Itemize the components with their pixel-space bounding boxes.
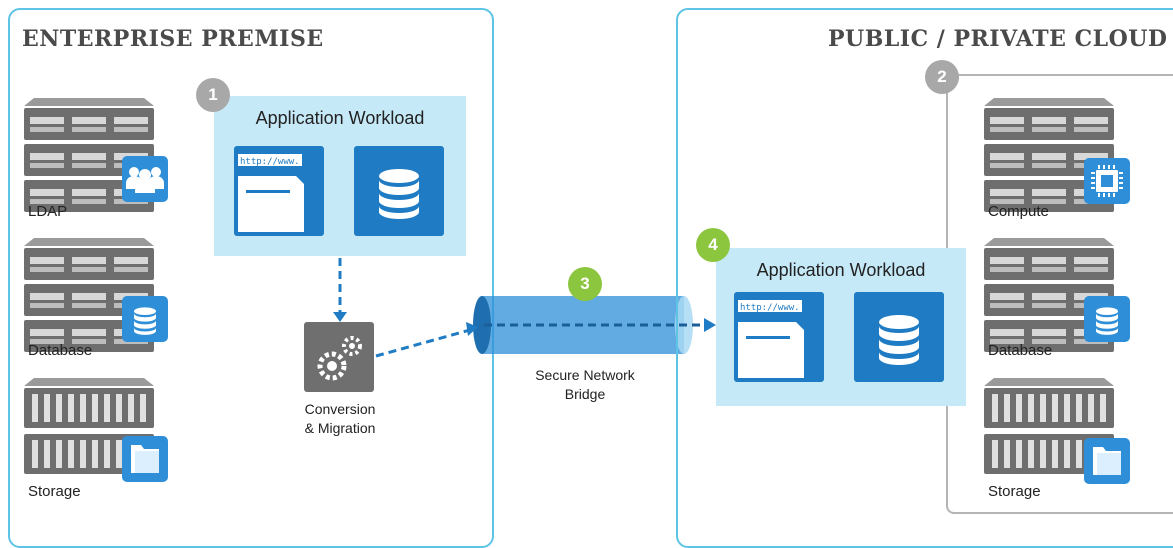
compute-label: Compute <box>988 203 1049 220</box>
application-workload-cloud: Application Workload http://www. <box>716 248 966 406</box>
step-badge-3: 3 <box>568 267 602 301</box>
step-badge-4: 4 <box>696 228 730 262</box>
cpu-chip-icon <box>1084 158 1130 204</box>
bridge-label: Secure Network Bridge <box>515 366 655 404</box>
cloud-storage-label: Storage <box>988 483 1041 500</box>
conversion-line2: & Migration <box>304 420 376 436</box>
cloud-database-label: Database <box>988 342 1053 359</box>
application-workload-enterprise: Application Workload http://www. <box>214 96 466 256</box>
database-tile-icon <box>354 146 444 236</box>
arrowhead-right-1 <box>466 322 478 336</box>
cloud-workload-title: Application Workload <box>756 260 926 280</box>
database-label: Database <box>28 342 93 359</box>
enterprise-title: ENTERPRISE PREMISE <box>22 26 324 52</box>
svg-text:http://www.: http://www. <box>240 157 300 167</box>
storage-label: Storage <box>28 483 81 500</box>
arrowhead-down <box>333 312 347 322</box>
ldap-label: LDAP <box>28 203 68 220</box>
cloud-web-page-icon: http://www. <box>734 292 824 382</box>
svg-text:http://www.: http://www. <box>740 303 800 313</box>
web-page-icon: http://www. <box>234 146 324 236</box>
arrow-conversion-to-bridge <box>375 328 471 358</box>
cloud-title: PUBLIC / PRIVATE CLOUD <box>828 26 1168 52</box>
bridge-line2: Bridge <box>564 386 606 402</box>
bridge-line1: Secure Network <box>535 367 635 383</box>
conversion-migration-icon <box>304 322 374 392</box>
cloud-database-tile-icon <box>854 292 944 382</box>
workload-title: Application Workload <box>255 108 425 128</box>
arrowhead-right-2 <box>704 318 716 332</box>
cloud-folder-icon <box>1084 438 1130 484</box>
step-badge-2: 2 <box>925 60 959 94</box>
users-icon <box>122 156 168 202</box>
connector-arrows <box>333 258 716 358</box>
conversion-line1: Conversion <box>304 401 376 417</box>
database-icon <box>122 296 168 342</box>
cloud-database-icon <box>1084 296 1130 342</box>
step-badge-1: 1 <box>196 78 230 112</box>
folder-icon <box>122 436 168 482</box>
conversion-label: Conversion & Migration <box>284 400 396 438</box>
